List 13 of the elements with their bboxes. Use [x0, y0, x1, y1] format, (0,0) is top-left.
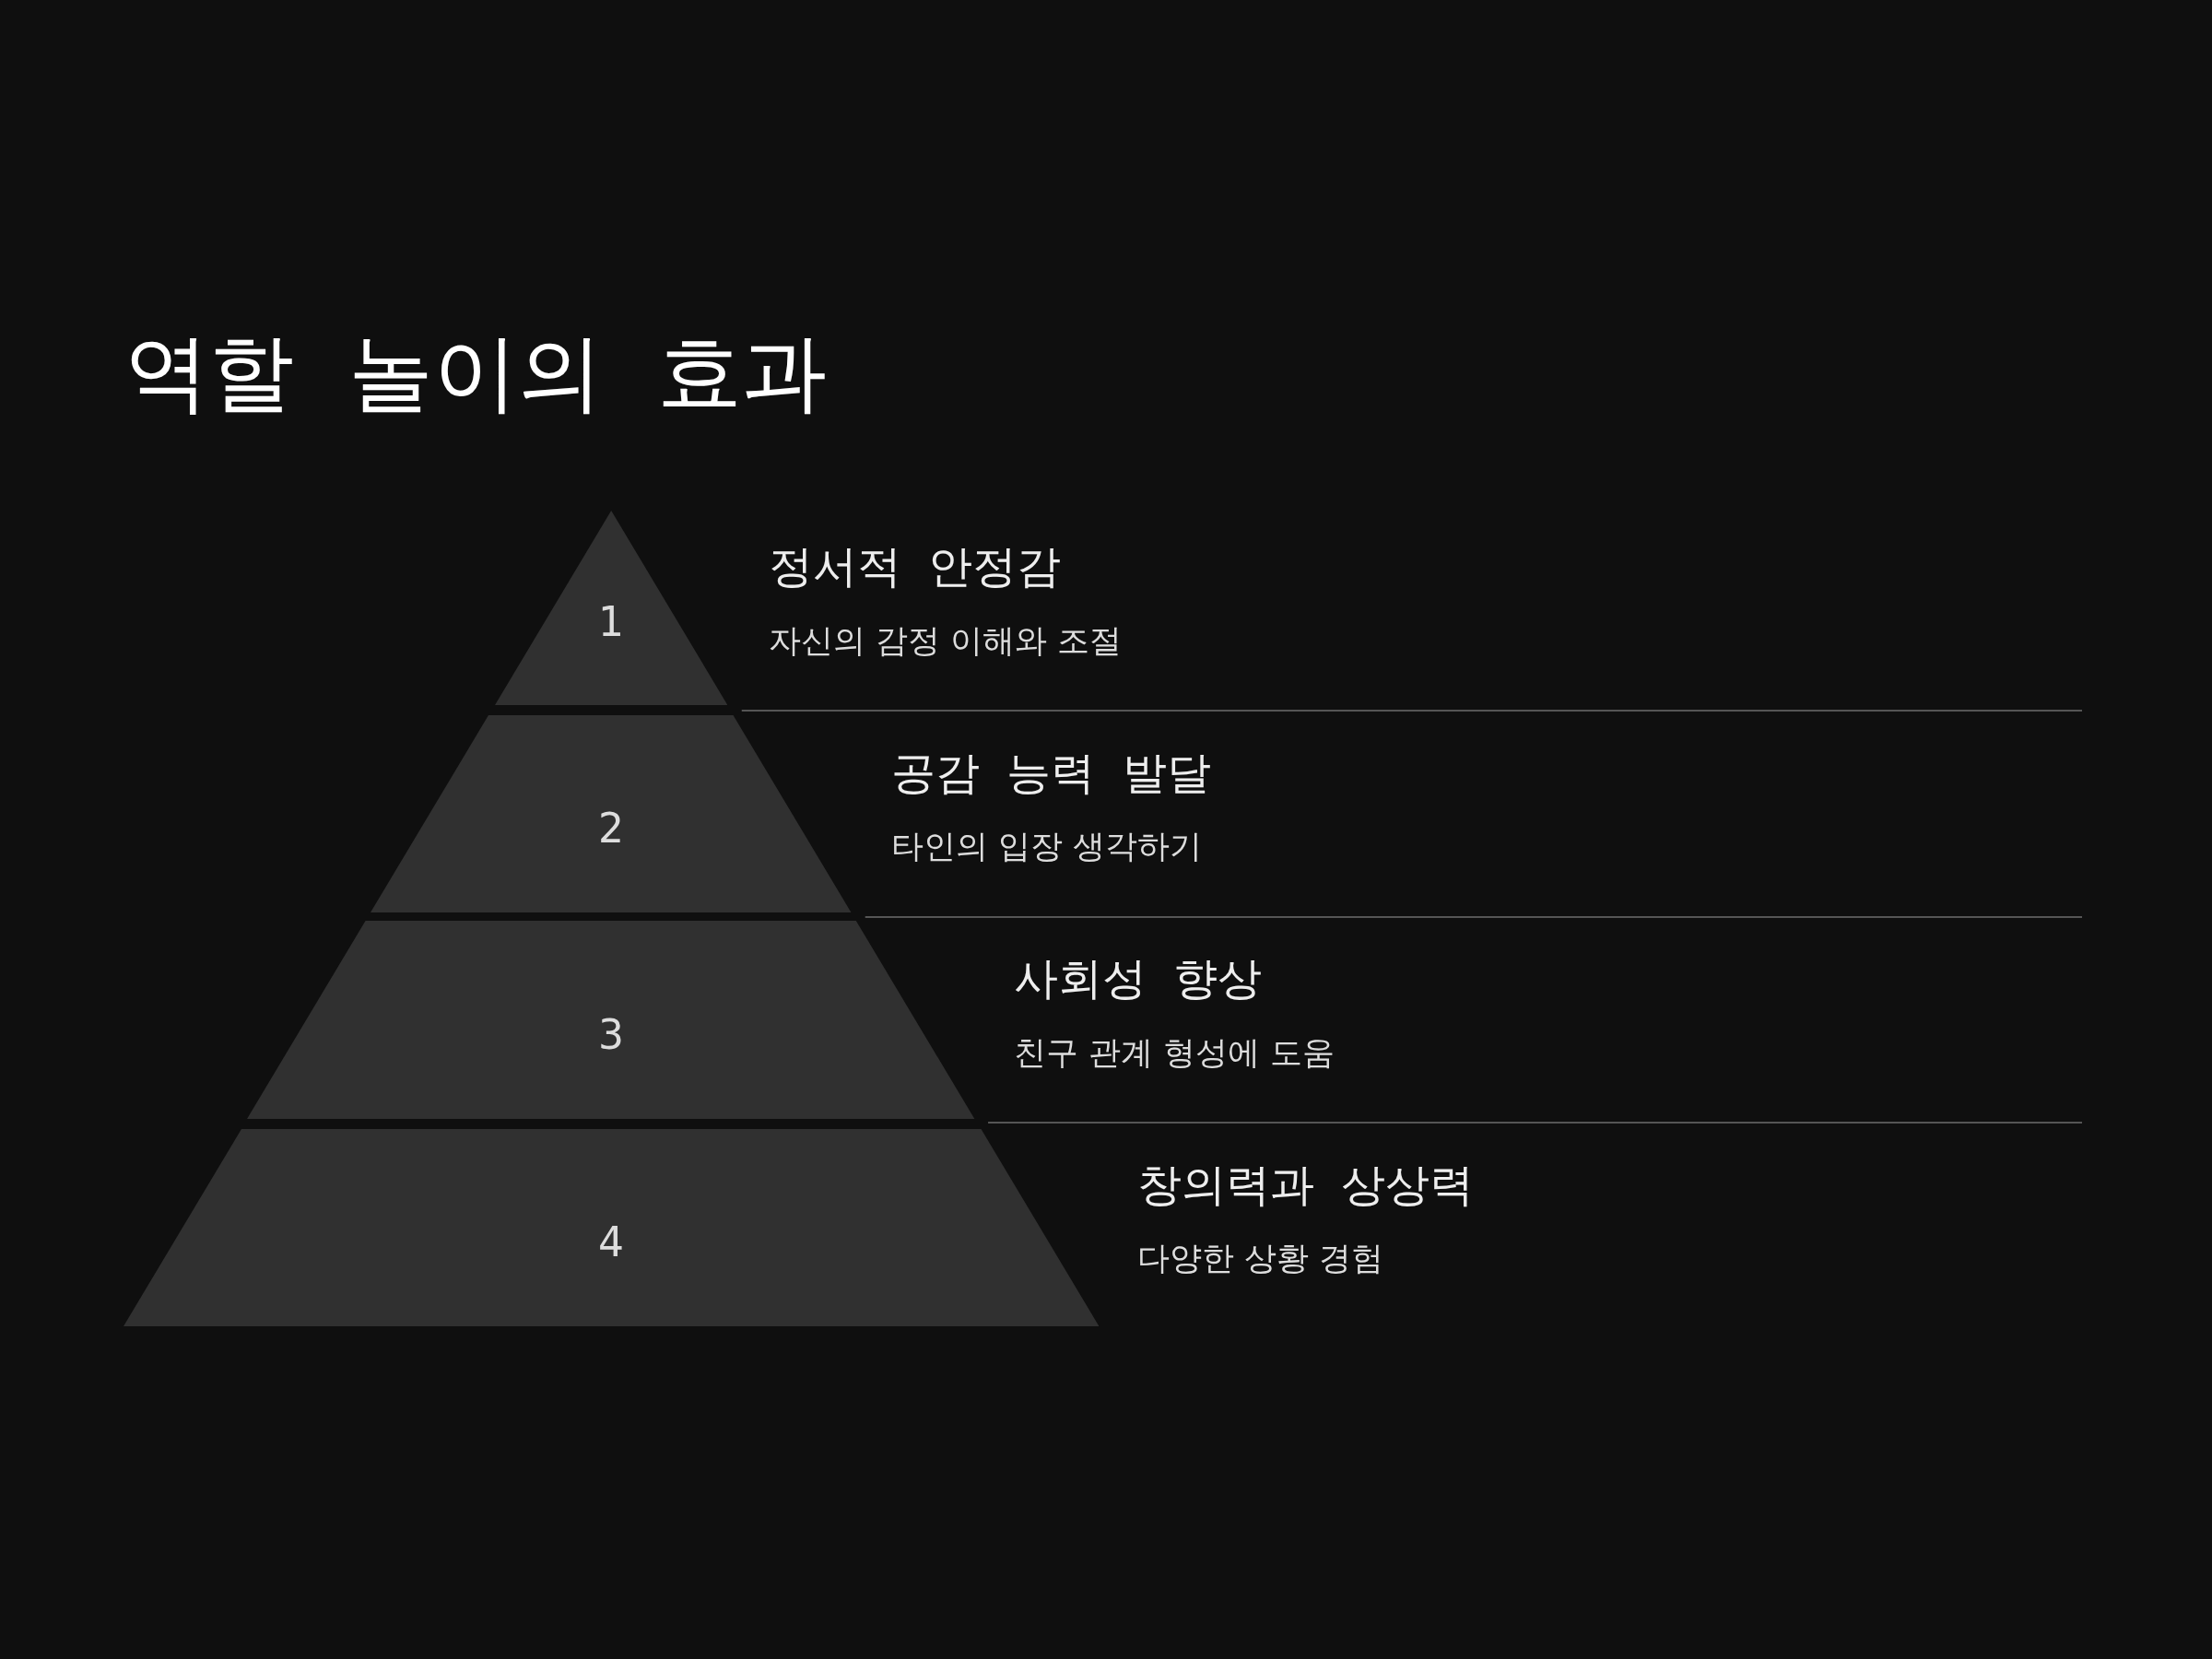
level-number: 3	[598, 1010, 624, 1058]
level-heading: 공감 능력 발달	[891, 747, 1211, 799]
level-number: 2	[598, 804, 624, 852]
level-number: 4	[598, 1218, 624, 1265]
level-heading: 정서적 안정감	[769, 541, 1062, 593]
level-description: 다양한 상황 경험	[1137, 1239, 1384, 1277]
level-description: 자신의 감정 이해와 조절	[769, 621, 1123, 660]
level-heading: 창의력과 상상력	[1137, 1159, 1475, 1211]
level-description: 친구 관계 형성에 도움	[1014, 1033, 1335, 1072]
level-description: 타인의 입장 생각하기	[891, 827, 1203, 865]
level-number: 1	[598, 597, 624, 645]
level-heading: 사회성 향상	[1014, 953, 1263, 1005]
title: 역할 놀이의 효과	[124, 324, 828, 422]
